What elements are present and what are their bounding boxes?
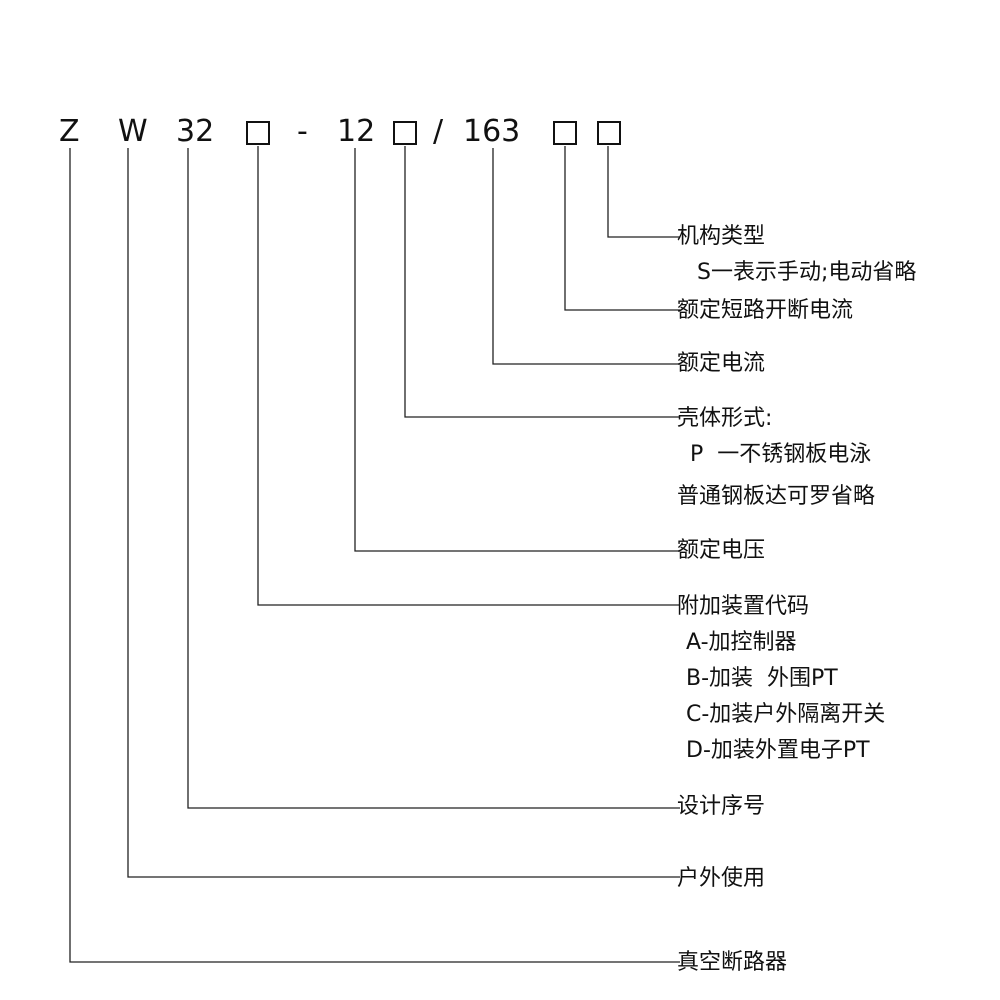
- label-mechanism: 机构类型: [677, 224, 766, 249]
- leader-line-rated-current: [492, 148, 680, 365]
- label-accessory: 附加装置代码: [677, 594, 810, 619]
- leader-line-mechanism: [607, 146, 680, 238]
- label-outdoor: 户外使用: [677, 866, 766, 891]
- leader-line-accessory: [257, 146, 680, 606]
- label-accessory-b: B-加装 外围PT: [686, 666, 838, 691]
- label-short-circuit: 额定短路开断电流: [677, 298, 854, 323]
- label-enclosure-p: P 一不锈钢板电泳: [690, 442, 872, 467]
- placeholder-box-mechanism: [597, 121, 621, 145]
- label-vacuum: 真空断路器: [677, 950, 788, 975]
- code-voltage: 12: [337, 114, 376, 149]
- code-series: 32: [176, 114, 215, 149]
- label-accessory-c: C-加装户外隔离开关: [686, 702, 886, 727]
- leader-line-design-no: [187, 148, 680, 809]
- code-z: Z: [59, 114, 80, 149]
- label-accessory-a: A-加控制器: [686, 630, 797, 655]
- leader-line-outdoor: [127, 148, 680, 878]
- leader-line-enclosure: [404, 146, 680, 418]
- code-slash: /: [433, 114, 444, 149]
- label-design-no: 设计序号: [677, 794, 766, 819]
- label-accessory-d: D-加装外置电子PT: [686, 738, 870, 763]
- placeholder-box-short-circuit: [553, 121, 577, 145]
- code-w: W: [118, 114, 148, 149]
- placeholder-box-accessory: [246, 121, 270, 145]
- label-rated-voltage: 额定电压: [677, 538, 766, 563]
- code-current: 163: [463, 114, 521, 149]
- label-rated-current: 额定电流: [677, 351, 766, 376]
- label-enclosure-default: 普通钢板达可罗省略: [677, 484, 876, 509]
- code-dash: -: [297, 114, 308, 149]
- leader-line-vacuum: [69, 148, 680, 963]
- leader-line-rated-voltage: [354, 148, 680, 552]
- placeholder-box-enclosure: [393, 121, 417, 145]
- label-mechanism-option: S一表示手动;电动省略: [697, 260, 917, 285]
- leader-line-short-circuit: [564, 146, 680, 311]
- label-enclosure: 壳体形式:: [677, 406, 773, 431]
